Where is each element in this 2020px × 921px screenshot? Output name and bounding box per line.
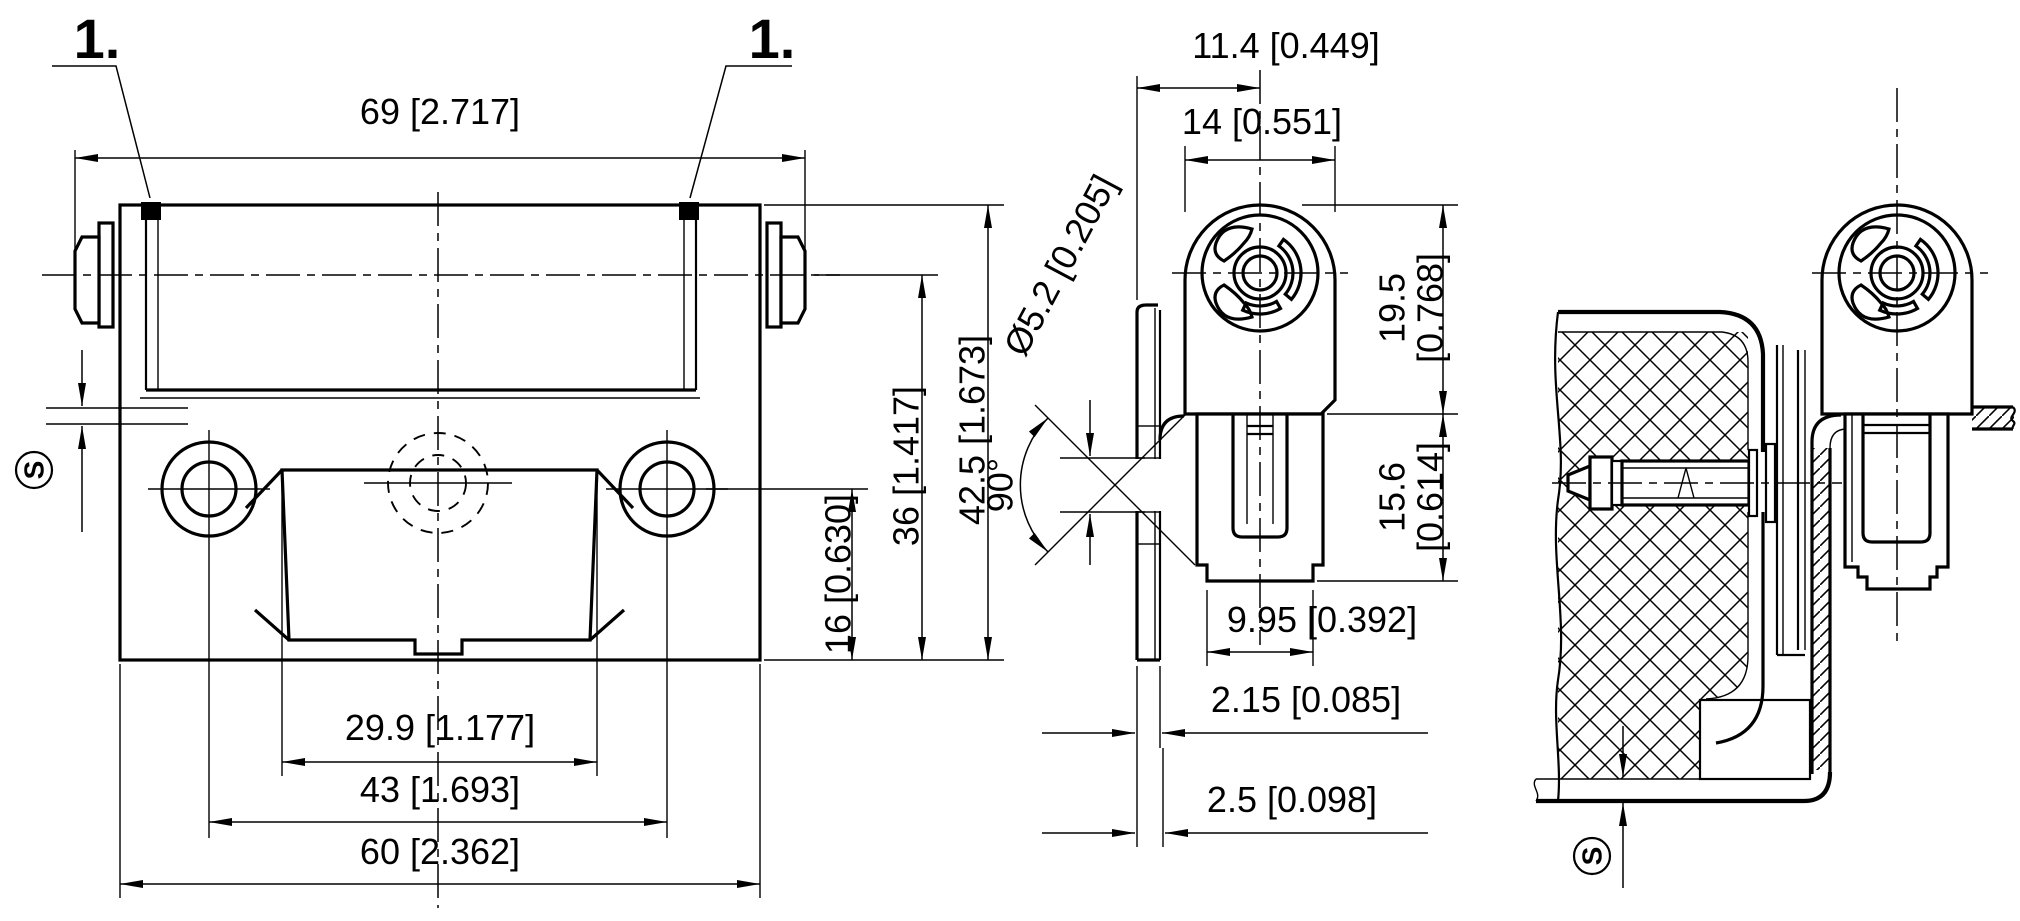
pin-cap-left xyxy=(73,235,101,325)
panel-break-line xyxy=(1554,311,1563,802)
front-view: S 1. 1. 69 [2.717] 16 [0.630] 36 [1.417]… xyxy=(14,7,1004,908)
side-view: Ø5.2 [0.205] 90° 11.4 [0.449] 14 [0.551]… xyxy=(980,25,1458,847)
roll-pin-left xyxy=(141,202,161,220)
callout-1-left: 1. xyxy=(74,7,121,70)
dim-knuckle-width: 14 [0.551] xyxy=(1182,101,1342,142)
lower-body-side xyxy=(1195,412,1325,583)
dim-height-to-pivot: 36 [1.417] xyxy=(886,386,927,546)
dim-opening-angle: 90° xyxy=(980,458,1021,512)
cabinet-lip-section xyxy=(1972,407,2014,429)
dim-recess-width: 29.9 [1.177] xyxy=(345,707,535,748)
pin-cap-right xyxy=(779,235,807,325)
dim-upper-height-mm: 19.5 xyxy=(1372,273,1413,343)
dim-height-overall: 42.5 [1.673] xyxy=(952,335,993,525)
dim-hole-diameter: Ø5.2 [0.205] xyxy=(995,168,1124,362)
dim-face-to-pivot: 11.4 [0.449] xyxy=(1192,25,1380,66)
bracket-section xyxy=(1812,448,1830,770)
door-foam-core xyxy=(1558,332,1748,779)
dim-plate-thickness: 2.15 [0.085] xyxy=(1211,679,1401,720)
sheet-symbol-circle-section xyxy=(1572,836,1612,876)
dim-lower-height-mm: 15.6 xyxy=(1372,462,1413,532)
sheet-symbol-section: S xyxy=(1577,847,1608,866)
sheet-symbol-front: S xyxy=(19,461,50,480)
sheet-symbol-circle-front xyxy=(14,450,54,490)
plate-section-wedge-upper xyxy=(1136,425,1161,459)
dim-upper-height-in: [0.768] xyxy=(1410,253,1451,363)
roll-pin-right xyxy=(679,202,699,220)
dim-foot-width: 9.95 [0.392] xyxy=(1227,599,1417,640)
gasket-section xyxy=(1698,698,1812,781)
dim-hole-spacing: 43 [1.693] xyxy=(360,769,520,810)
dim-height-to-holes: 16 [0.630] xyxy=(818,494,859,654)
callout-1-right: 1. xyxy=(749,7,796,70)
section-view: S xyxy=(1533,88,2016,888)
dim-mount-offset: 2.5 [0.098] xyxy=(1207,779,1377,820)
recessed-plate xyxy=(280,468,599,656)
dim-lower-height-in: [0.614] xyxy=(1410,442,1451,552)
plate-section-wedge-lower xyxy=(1136,511,1161,545)
dim-body-width: 60 [2.362] xyxy=(360,831,520,872)
dim-overall-width: 69 [2.717] xyxy=(360,91,520,132)
